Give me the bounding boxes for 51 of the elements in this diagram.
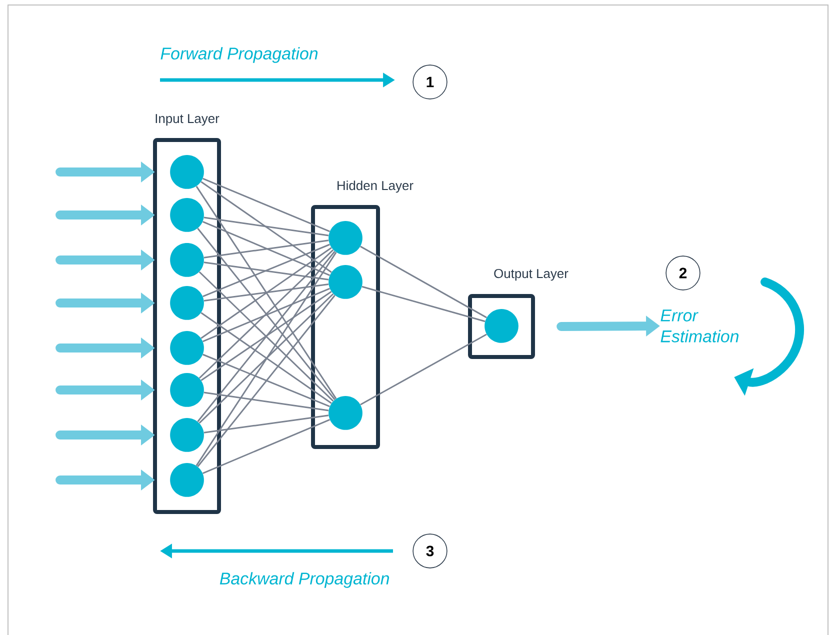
connection-line <box>197 228 336 400</box>
neuron <box>328 221 362 255</box>
step-number: 1 <box>412 64 448 100</box>
connection-line <box>360 246 487 318</box>
node-label: Output Layer <box>494 268 568 281</box>
layer-box: Hidden Layer <box>311 180 414 449</box>
neuron <box>170 155 204 189</box>
neuron <box>328 396 362 430</box>
step-text: Error Estimation <box>660 310 738 342</box>
connection-line <box>202 178 330 232</box>
neuron <box>170 418 204 452</box>
connection-line <box>202 354 330 408</box>
connection-line <box>204 392 329 412</box>
connection-line <box>202 288 330 342</box>
connection-line <box>198 249 334 379</box>
direction-label: Backward Propagation <box>220 572 389 588</box>
connection-line <box>196 252 337 466</box>
direction-label: Forward Propagation <box>160 47 318 63</box>
connection-line <box>200 312 332 404</box>
neuron <box>484 309 518 343</box>
neuron <box>328 265 362 299</box>
connection-line <box>204 262 329 280</box>
neuron <box>170 463 204 497</box>
connection-line <box>200 291 332 381</box>
neuron <box>170 243 204 277</box>
layer-box: Input Layer <box>153 114 221 514</box>
connection-line <box>200 181 332 273</box>
connection-line <box>362 286 486 322</box>
layer-box: Output Layer <box>468 268 568 359</box>
connection-line <box>198 271 334 402</box>
node-label: Hidden Layer <box>338 180 414 193</box>
connection-line <box>197 250 336 422</box>
step-number: 2 <box>666 256 700 290</box>
connection-line <box>202 244 330 298</box>
connection-line <box>197 294 336 468</box>
neuron <box>170 198 204 232</box>
connection-line <box>204 240 329 258</box>
connection-line <box>200 247 332 339</box>
neuron <box>170 373 204 407</box>
connection-line <box>360 334 487 406</box>
connection-line <box>202 418 330 474</box>
connection-line <box>198 293 334 424</box>
neuron <box>170 286 204 320</box>
neuron <box>170 331 204 365</box>
step-number: 3 <box>412 534 448 568</box>
node-label: Input Layer <box>156 114 220 126</box>
connection-line <box>204 414 329 434</box>
connection-line <box>204 216 329 236</box>
connection-line <box>202 220 330 276</box>
connection-line <box>196 186 337 400</box>
connection-line <box>204 284 329 302</box>
